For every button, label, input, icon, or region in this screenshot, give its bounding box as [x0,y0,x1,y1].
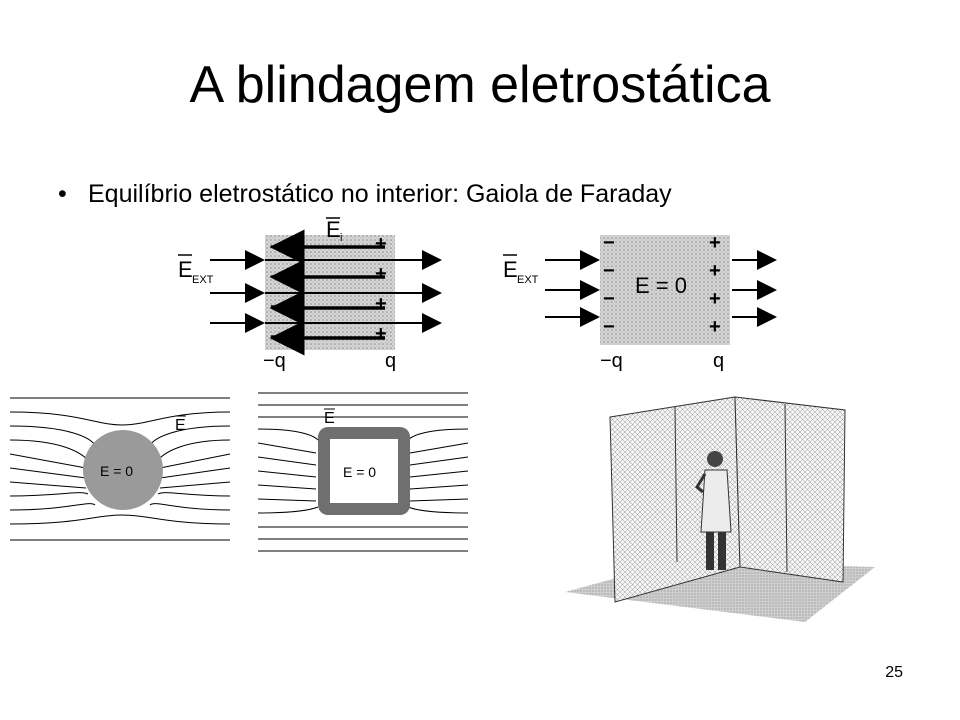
pos-charge-label: q [713,350,724,372]
conductor-slab [600,235,730,345]
zero-field-label: E = 0 [343,464,376,480]
svg-text:−: − [603,316,615,338]
slide-title: A blindagem eletrostática [189,56,771,114]
bullet-item: • Equilíbrio eletrostático no interior: G… [58,180,672,209]
svg-text:+: + [375,323,387,345]
bullet-dot-icon: • [58,180,67,208]
slab-internal-field-diagram: − − − − + + + + E EXT E i −q q [178,217,442,372]
zero-field-label: E = 0 [100,463,133,479]
conducting-sphere [83,430,163,510]
zero-field-label: E = 0 [635,273,687,298]
svg-text:+: + [375,233,387,255]
svg-text:+: + [375,263,387,285]
faraday-cage-illustration: faraday-cage-person-icon [565,396,875,622]
positive-charges: + + + + [375,233,387,345]
svg-text:+: + [709,260,721,282]
field-inner-sub: i [340,232,342,244]
sphere-shielding-diagram: E = 0 E [10,397,231,541]
field-ext-sub: EXT [517,274,539,286]
svg-text:−: − [270,326,282,348]
svg-text:−: − [270,236,282,258]
cage-icon-name: faraday-cage-person-icon [765,491,777,493]
svg-text:−: − [603,232,615,254]
svg-text:−: − [603,288,615,310]
svg-text:+: + [709,316,721,338]
bullet-text: Equilíbrio eletrostático no interior: Ga… [88,180,672,208]
svg-text:+: + [709,232,721,254]
negative-charges: − − − − [270,236,282,348]
page-number: 25 [885,664,903,681]
neg-charge-label: −q [600,350,623,372]
person-icon [695,451,732,570]
svg-text:+: + [375,293,387,315]
field-inner-label: E [326,217,341,242]
field-label: E [175,417,186,434]
pos-charge-label: q [385,350,396,372]
field-label: E [324,410,335,427]
box-shielding-diagram: E = 0 E [258,392,469,552]
field-ext-label: E [503,257,518,282]
svg-text:−: − [270,266,282,288]
field-ext-label: E [178,257,193,282]
slab-zero-field-diagram: − − − − + + + + E = 0 E EXT −q q [503,232,777,372]
neg-charge-label: −q [263,350,286,372]
svg-text:+: + [709,288,721,310]
svg-text:−: − [270,296,282,318]
field-ext-sub: EXT [192,274,214,286]
svg-text:−: − [603,260,615,282]
